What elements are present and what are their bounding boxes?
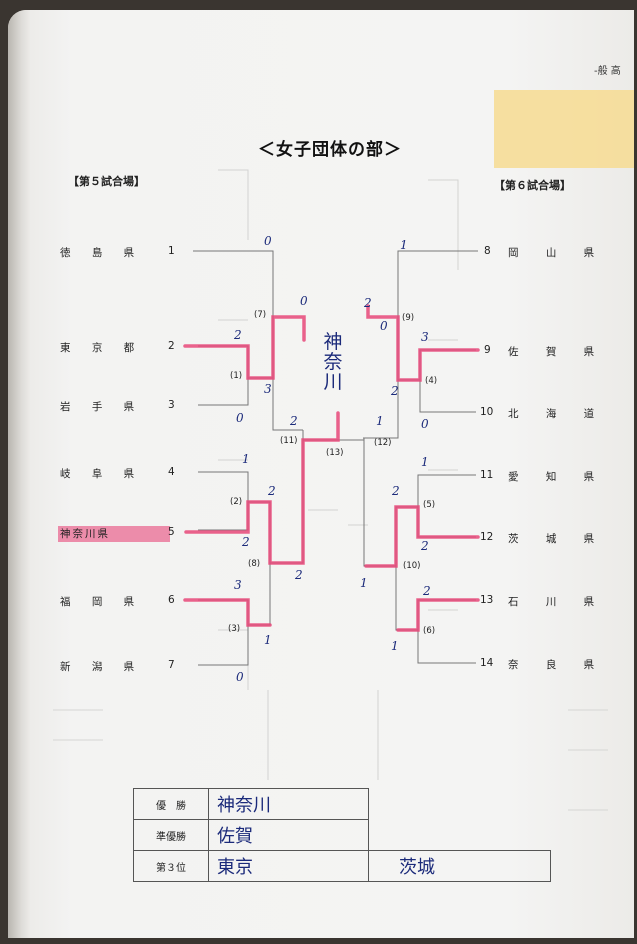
results-value-second: 茨城 [368,850,551,882]
handwritten-score: 2 [234,328,242,342]
handwritten-score: 2 [392,484,400,498]
team-number: 14 [480,657,494,669]
match-number: (11) [280,436,298,446]
team-left-highlighted: 神奈川県 [60,528,110,540]
match-number: (5) [423,500,436,510]
team-left: 徳 島 県 [60,247,144,259]
match-number: (1) [230,371,243,381]
team-number: 11 [480,469,494,481]
team-right: 北 海 道 [508,408,607,420]
team-right: 佐 賀 県 [508,346,607,358]
team-number: 6 [168,594,175,606]
handwritten-score: 2 [423,584,431,598]
team-right: 茨 城 県 [508,533,607,545]
handwritten-score: 2 [242,535,250,549]
team-number: 12 [480,531,494,543]
team-number: 13 [480,594,494,606]
sticky-note [494,90,634,168]
handwritten-score: 1 [242,452,250,466]
handwritten-score: 3 [264,382,272,396]
handwritten-score: 2 [295,568,303,582]
handwritten-score: 3 [234,578,242,592]
team-left: 福 岡 県 [60,596,144,608]
handwritten-score: 1 [376,414,384,428]
corner-label: -般 高 [594,66,621,77]
results-value: 神奈川 [208,788,369,820]
handwritten-score: 0 [380,319,388,333]
team-left: 岩 手 県 [60,401,144,413]
team-right: 石 川 県 [508,596,607,608]
match-number: (3) [228,624,241,634]
team-right: 奈 良 県 [508,659,607,671]
team-left: 新 潟 県 [60,661,144,673]
results-label: 準優勝 [133,819,209,851]
results-value: 佐賀 [208,819,369,851]
match-number: (13) [326,448,344,458]
team-number: 1 [168,245,175,257]
handwritten-score: 0 [236,670,244,684]
handwritten-score: 2 [364,296,372,310]
results-label: 優 勝 [133,788,209,820]
team-left: 岐 阜 県 [60,468,144,480]
handwritten-score: 0 [300,294,308,308]
results-table: 優 勝 神奈川 準優勝 佐賀 第３位 東京 茨城 [133,788,551,882]
team-number: 2 [168,340,175,352]
venue-right: 【第６試合場】 [494,179,571,192]
team-number: 7 [168,659,175,671]
team-number: 8 [484,245,491,257]
team-number: 9 [484,344,491,356]
results-row: 第３位 東京 茨城 [133,850,551,882]
handwritten-score: 1 [400,238,408,252]
match-number: (10) [403,561,421,571]
team-number: 3 [168,399,175,411]
match-number: (9) [402,313,415,323]
match-number: (7) [254,310,267,320]
results-value: 東京 [208,850,369,882]
handwritten-score: 1 [360,576,368,590]
bracket-lines [53,169,608,811]
page-title: ＜女子団体の部＞ [258,140,402,160]
handwritten-score: 2 [268,484,276,498]
team-number: 5 [168,526,175,538]
team-number: 10 [480,406,494,418]
team-right: 愛 知 県 [508,471,607,483]
results-label: 第３位 [133,850,209,882]
results-row: 優 勝 神奈川 [133,788,551,820]
handwritten-winner: 神奈川 [323,331,343,393]
handwritten-score: 2 [391,384,399,398]
handwritten-score: 1 [421,455,429,469]
tournament-page: -般 高 ＜女子団体の部＞ 【第５試合場】 【第６試合場】 [8,10,634,938]
match-number: (6) [423,626,436,636]
handwritten-score: 2 [421,539,429,553]
handwritten-score: 2 [290,414,298,428]
match-number: (2) [230,497,243,507]
match-number: (12) [374,438,392,448]
handwritten-score: 1 [264,633,272,647]
handwritten-score: 0 [421,417,429,431]
team-left: 東 京 都 [60,342,144,354]
handwritten-score: 0 [236,411,244,425]
page-binding [8,10,30,938]
handwritten-score: 3 [421,330,429,344]
team-right: 岡 山 県 [508,247,607,259]
team-number: 4 [168,466,175,478]
venue-left: 【第５試合場】 [68,175,145,188]
results-row: 準優勝 佐賀 [133,819,551,851]
match-number: (8) [248,559,261,569]
match-number: (4) [425,376,438,386]
handwritten-score: 0 [264,234,272,248]
handwritten-score: 1 [391,639,399,653]
